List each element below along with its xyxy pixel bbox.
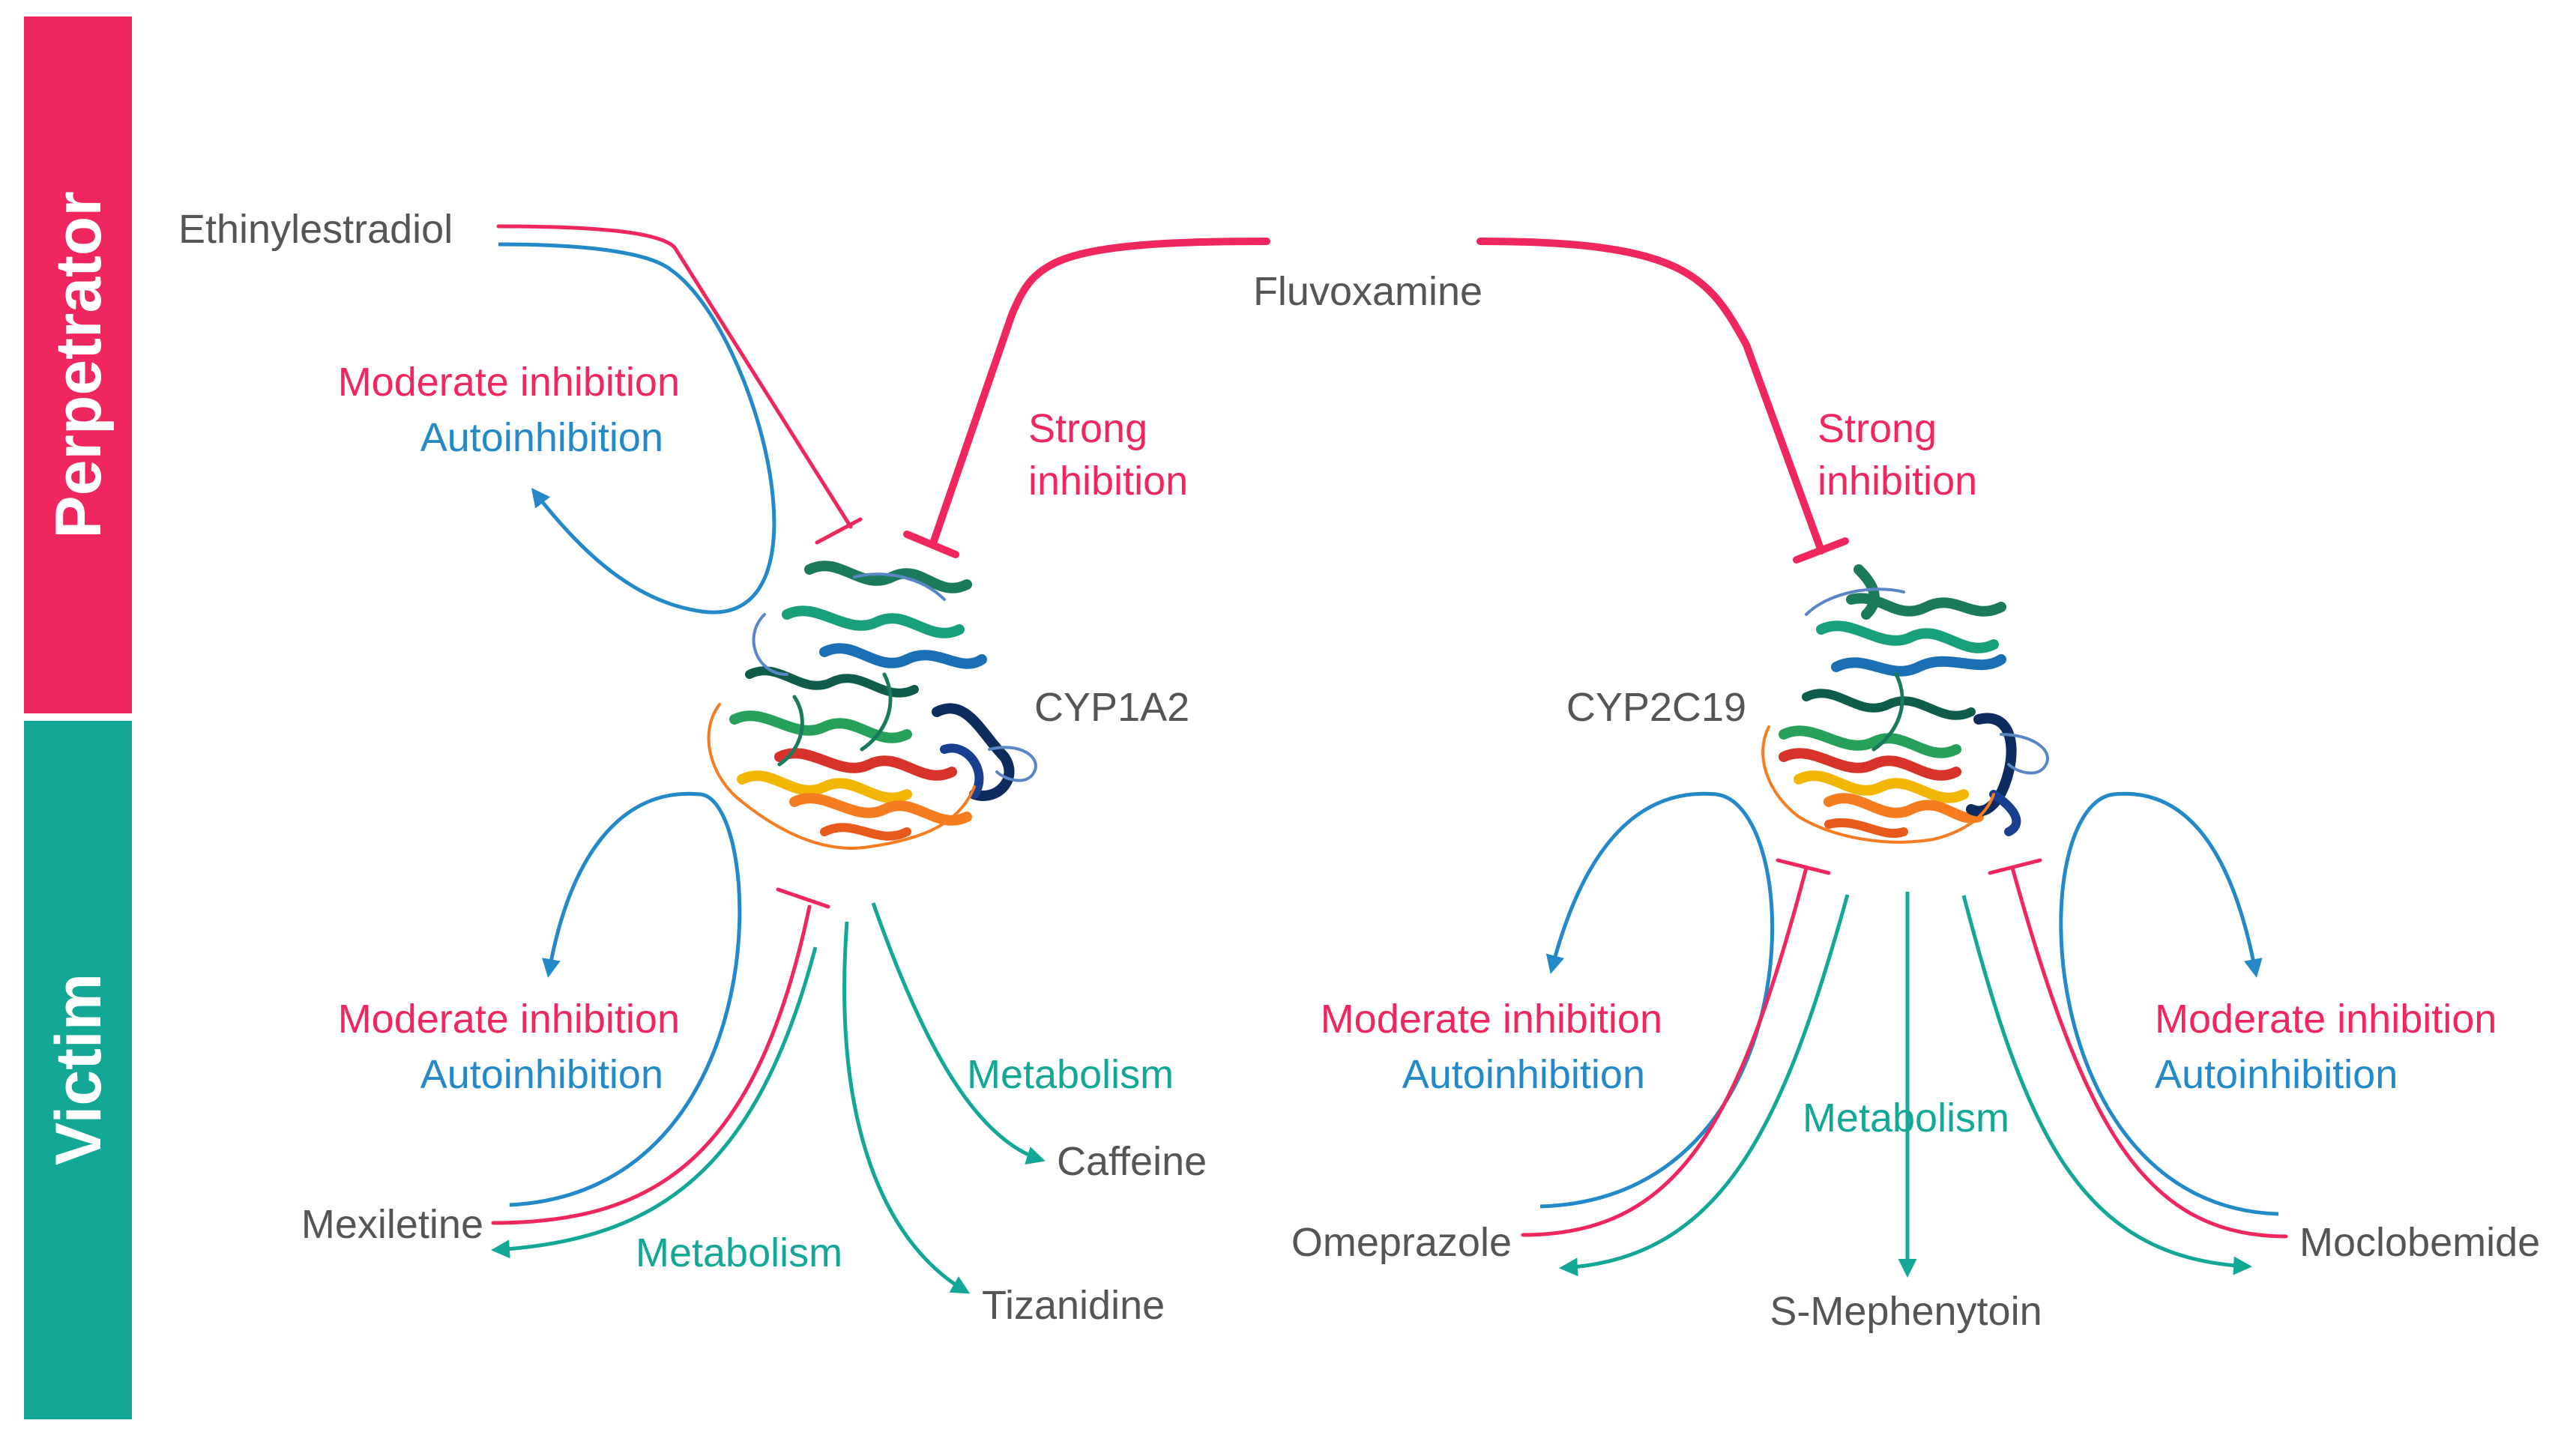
omeprazole-autoinhibition-label: Autoinhibition — [1402, 1052, 1645, 1097]
left-inhibition-label: inhibition — [1028, 459, 1188, 504]
caffeine-label: Caffeine — [1057, 1139, 1207, 1184]
fluvoxamine-label: Fluvoxamine — [1253, 269, 1482, 314]
cyp1a2-metabolism-mexiletine — [491, 946, 818, 1259]
s-mephenytoin-label: S-Mephenytoin — [1770, 1289, 2042, 1334]
cyp2c19-metabolism-moclobemide — [1961, 895, 2252, 1275]
mexiletine-moderate-inhibition-label: Moderate inhibition — [338, 997, 680, 1042]
omeprazole-inhibition-cyp2c19 — [1521, 858, 1831, 1237]
omeprazole-moderate-inhibition-label: Moderate inhibition — [1321, 997, 1662, 1042]
cyp1a2-protein-structure — [707, 561, 1037, 850]
mexiletine-metabolism-label: Metabolism — [636, 1230, 842, 1275]
mexiletine-autoinhibition-label: Autoinhibition — [420, 1052, 663, 1097]
ethinylestradiol-label: Ethinylestradiol — [178, 207, 453, 252]
mexiletine-autoinhibition-loop — [509, 791, 742, 1207]
s-mephenytoin-metabolism-label: Metabolism — [1803, 1096, 2009, 1141]
cyp2c19-protein-structure — [1761, 564, 2049, 844]
omeprazole-autoinhibition-loop — [1539, 791, 1775, 1209]
ethinylestradiol-autoinhibition-loop — [498, 242, 776, 614]
moclobemide-label: Moclobemide — [2299, 1220, 2540, 1265]
ethinylestradiol-moderate-inhibition-label: Moderate inhibition — [338, 360, 680, 405]
cyp1a2-label: CYP1A2 — [1034, 685, 1189, 730]
right-strong-label: Strong — [1818, 406, 1937, 451]
ethinylestradiol-inhibition-cyp1a2 — [496, 224, 863, 545]
moclobemide-autoinhibition-loop — [2059, 791, 2279, 1216]
moclobemide-inhibition-cyp2c19 — [1988, 858, 2288, 1239]
right-inhibition-label: inhibition — [1818, 459, 1977, 504]
victim-label: Victim — [43, 973, 115, 1166]
fluvoxamine-to-cyp2c19-strong-inhibition — [1476, 238, 1849, 564]
mexiletine-label: Mexiletine — [301, 1202, 483, 1247]
moclobemide-autoinhibition-label: Autoinhibition — [2155, 1052, 2398, 1097]
mexiletine-inhibition-cyp1a2 — [491, 887, 830, 1225]
perpetrator-label: Perpetrator — [43, 191, 115, 539]
perpetrator-bar — [24, 16, 132, 713]
cyp2c19-label: CYP2C19 — [1566, 685, 1746, 730]
cyp1a2-metabolism-tizanidine — [842, 921, 971, 1294]
left-strong-label: Strong — [1028, 406, 1147, 451]
tizanidine-label: Tizanidine — [982, 1283, 1165, 1328]
cyp1a2-metabolism-caffeine — [871, 902, 1046, 1164]
fluvoxamine-to-cyp1a2-strong-inhibition — [903, 238, 1270, 558]
cyp2c19-metabolism-omeprazole — [1559, 894, 1850, 1277]
ethinylestradiol-autoinhibition-label: Autoinhibition — [420, 415, 663, 460]
omeprazole-label: Omeprazole — [1291, 1220, 1512, 1265]
victim-bar — [24, 721, 132, 1419]
moclobemide-moderate-inhibition-label: Moderate inhibition — [2155, 997, 2497, 1042]
caffeine-metabolism-label: Metabolism — [967, 1052, 1174, 1097]
